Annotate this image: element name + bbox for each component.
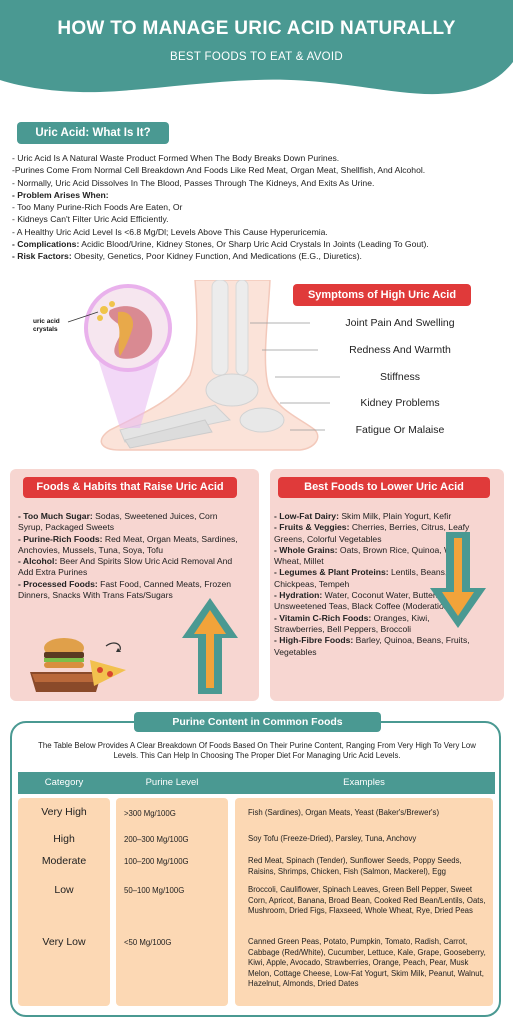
list-item: - Legumes & Plant Proteins: Lentils, Bea…: [274, 567, 448, 589]
list-item: - Alcohol: Beer And Spirits Slow Uric Ac…: [18, 556, 233, 578]
lower-list: - Low-Fat Dairy: Skim Milk, Plain Yogurt…: [274, 511, 474, 658]
symptom-item: Redness And Warmth: [349, 344, 451, 356]
table-cell-examples: Broccoli, Cauliflower, Spinach Leaves, G…: [248, 885, 486, 915]
list-item: - Vitamin C-Rich Foods: Oranges, Kiwi, S…: [274, 612, 430, 634]
table-cell-examples: Canned Green Peas, Potato, Pumpkin, Toma…: [248, 937, 486, 988]
raise-list: - Too Much Sugar: Sodas, Sweetened Juice…: [18, 511, 243, 601]
column-header: Purine Level: [145, 777, 199, 788]
list-item: -Purines Come From Normal Cell Breakdown…: [12, 165, 426, 176]
list-item: - Normally, Uric Acid Dissolves In The B…: [12, 177, 375, 188]
table-cell-category: Low: [54, 884, 74, 896]
list-item: - Too Much Sugar: Sodas, Sweetened Juice…: [18, 511, 218, 533]
table-cell-level: <50 Mg/100G: [124, 938, 172, 947]
list-item: - Problem Arises When:: [12, 189, 109, 200]
table-cell-category: High: [53, 833, 75, 845]
symptom-item: Stiffness: [379, 371, 421, 383]
junk-food-icon: [30, 638, 126, 692]
section-heading-symptoms: Symptoms of High Uric Acid: [293, 284, 471, 306]
table-cell-category: Very Low: [42, 936, 86, 948]
list-item: - Processed Foods: Fast Food, Canned Mea…: [18, 578, 232, 601]
category-column: [18, 798, 110, 1006]
examples-column: [235, 798, 493, 1006]
table-cell-category: Very High: [41, 806, 87, 818]
table-header: Category Purine Level Examples: [18, 772, 495, 794]
foot-illustration: [67, 280, 340, 451]
section-heading-lower: Best Foods to Lower Uric Acid: [278, 477, 490, 498]
page-subtitle: BEST FOODS TO EAT & AVOID: [169, 51, 344, 63]
list-item: - Uric Acid Is A Natural Waste Product F…: [12, 153, 340, 163]
list-item: - Risk Factors: Obesity, Genetics, Poor …: [12, 251, 362, 262]
table-cell-examples: Red Meat, Spinach (Tender), Sunflower Se…: [248, 856, 462, 876]
table-cell-examples: Fish (Sardines), Organ Meats, Yeast (Bak…: [248, 808, 440, 817]
symptom-item: Kidney Problems: [360, 397, 440, 409]
crystal-label: uric acid crystals: [33, 318, 60, 333]
page-title: HOW TO MANAGE URIC ACID NATURALLY: [57, 18, 456, 39]
table-cell-level: 100–200 Mg/100G: [124, 857, 189, 866]
symptom-item: Fatigue Or Malaise: [355, 424, 445, 436]
table-cell-category: Moderate: [41, 855, 87, 867]
header-banner: HOW TO MANAGE URIC ACID NATURALLY BEST F…: [0, 0, 513, 100]
list-item: - Hydration: Water, Coconut Water, Butte…: [274, 590, 454, 612]
table-cell-level: >300 Mg/100G: [124, 809, 176, 818]
list-item: - Too Many Purine-Rich Foods Are Eaten, …: [12, 202, 183, 213]
list-item: - Fruits & Veggies: Cherries, Berries, C…: [274, 522, 470, 544]
list-item: - Kidneys Can't Filter Uric Acid Efficie…: [12, 214, 169, 225]
table-intro: The Table Below Provides A Clear Breakdo…: [38, 741, 476, 761]
list-item: - High-Fibre Foods: Barley, Quinoa, Bean…: [274, 635, 470, 657]
table-cell-level: 200–300 Mg/100G: [124, 835, 189, 844]
arrow-down-icon: [430, 532, 486, 628]
list-item: - Whole Grains: Oats, Brown Rice, Quinoa…: [274, 544, 469, 567]
column-header: Category: [44, 777, 84, 788]
column-header: Examples: [343, 777, 385, 788]
list-item: - A Healthy Uric Acid Level Is <6.8 Mg/D…: [12, 226, 328, 237]
section-heading-purine: Purine Content in Common Foods: [134, 712, 381, 732]
list-item: - Complications: Acidic Blood/Urine, Kid…: [12, 239, 429, 250]
table-cell-level: 50–100 Mg/100G: [124, 886, 185, 895]
arrow-up-icon: [182, 598, 238, 694]
header-wave-shape: [0, 0, 513, 95]
section-heading-raise: Foods & Habits that Raise Uric Acid: [23, 477, 237, 498]
list-item: - Low-Fat Dairy: Skim Milk, Plain Yogurt…: [274, 511, 452, 521]
list-item: - Purine-Rich Foods: Red Meat, Organ Mea…: [18, 533, 238, 555]
what-is-list: - Uric Acid Is A Natural Waste Product F…: [12, 152, 507, 263]
symptom-item: Joint Pain And Swelling: [345, 317, 455, 329]
level-column: [116, 798, 228, 1006]
section-heading-what-is: Uric Acid: What Is It?: [17, 122, 169, 144]
table-cell-examples: Soy Tofu (Freeze-Dried), Parsley, Tuna, …: [248, 834, 417, 843]
